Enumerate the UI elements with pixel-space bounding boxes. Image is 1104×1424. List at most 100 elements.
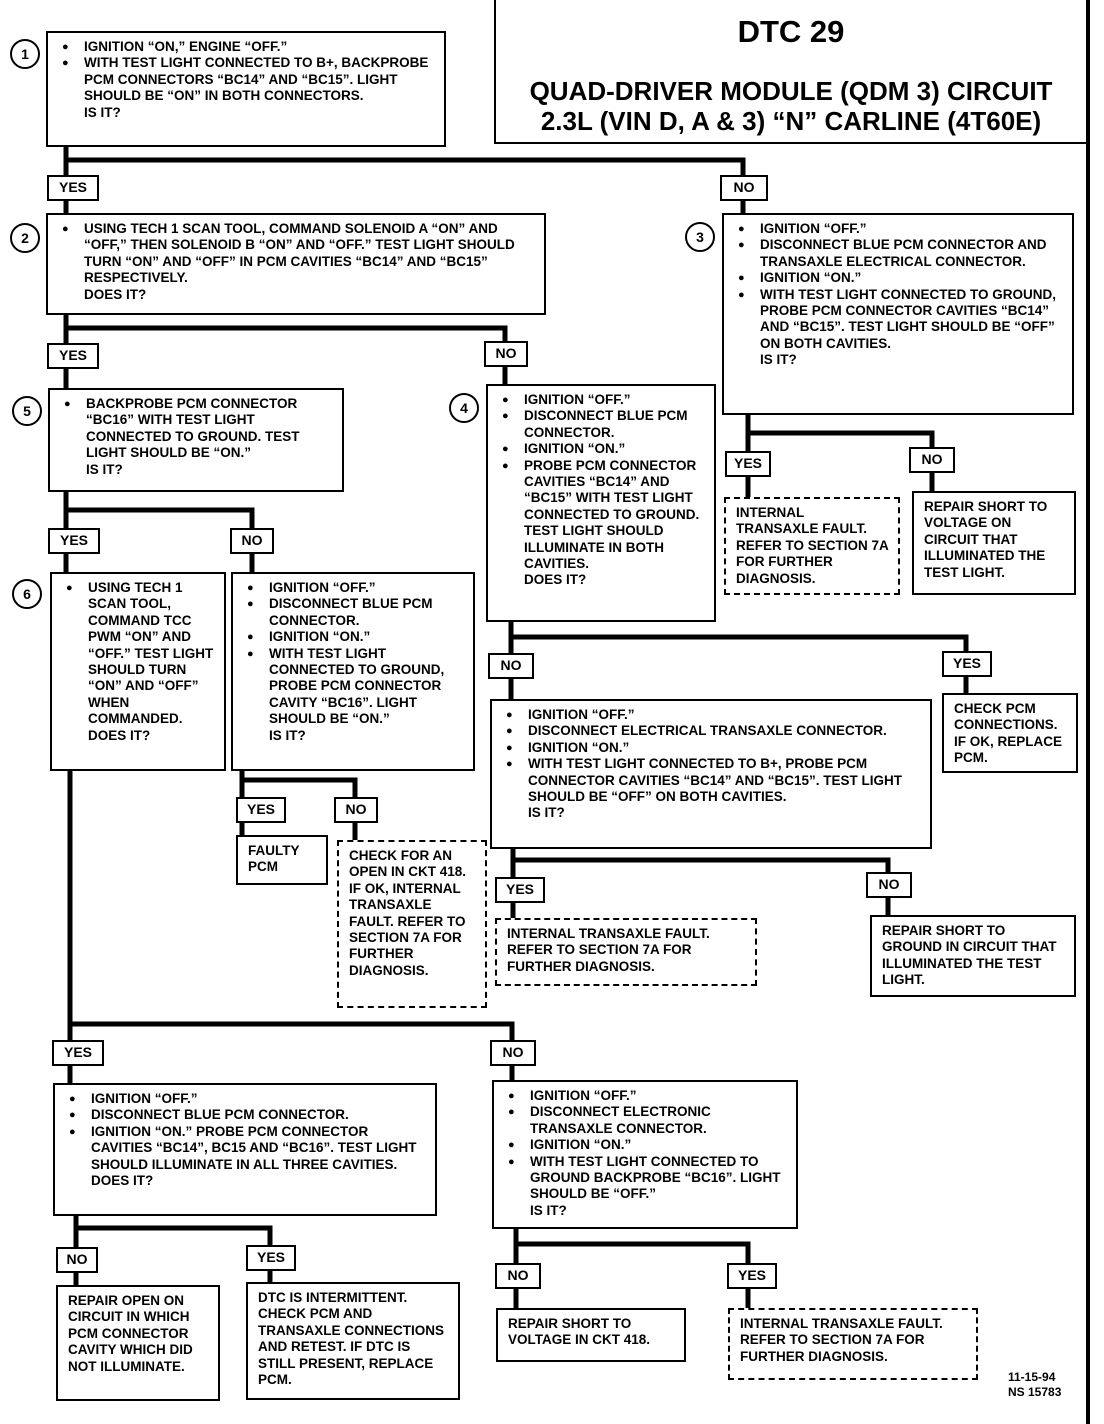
step-number-3: 3 (685, 222, 715, 252)
step-6-yes-list: IGNITION “OFF.” DISCONNECT BLUE PCM CONN… (65, 1091, 427, 1173)
result-3-yes: INTERNAL TRANSAXLE FAULT. REFER TO SECTI… (724, 497, 900, 595)
yes-label: YES (727, 1263, 777, 1289)
step-6-no-question: IS IT? (530, 1202, 567, 1218)
step-1-list: IGNITION “ON,” ENGINE “OFF.” WITH TEST L… (58, 39, 436, 105)
step-6-no-list: IGNITION “OFF.” DISCONNECT ELECTRONIC TR… (504, 1088, 788, 1203)
step-1-question: IS IT? (84, 104, 121, 120)
step-6-yes-item: IGNITION “OFF.” (65, 1091, 427, 1108)
step-6-no-item: IGNITION “OFF.” (504, 1088, 788, 1105)
step-6-no-item: DISCONNECT ELECTRONIC TRANSAXLE CONNECTO… (504, 1104, 788, 1137)
result-4-no-no: REPAIR SHORT TO GROUND IN CIRCUIT THAT I… (870, 915, 1076, 997)
result-6-no-yes: INTERNAL TRANSAXLE FAULT. REFER TO SECTI… (728, 1308, 978, 1380)
wire-3 (745, 411, 935, 500)
result-5-no-yes: FAULTY PCM (236, 835, 328, 885)
wire-4 (508, 618, 969, 702)
figure-number: NS 15783 (1008, 1385, 1062, 1399)
dtc-code: DTC 29 (737, 14, 845, 49)
wire-5 (63, 489, 255, 575)
result-text: REPAIR OPEN ON CIRCUIT IN WHICH PCM CONN… (68, 1293, 193, 1374)
result-text: INTERNAL TRANSAXLE FAULT. REFER TO SECTI… (736, 505, 889, 586)
step-number-1: 1 (10, 39, 40, 69)
no-label: NO (490, 1040, 536, 1066)
step-5-item: BACKPROBE PCM CONNECTOR “BC16” WITH TEST… (60, 396, 334, 462)
step-number-5: 5 (12, 396, 42, 426)
result-4-no-yes: INTERNAL TRANSAXLE FAULT. REFER TO SECTI… (495, 918, 757, 986)
yes-label: YES (52, 1040, 104, 1066)
no-label: NO (484, 341, 528, 367)
step-5-no-item: DISCONNECT BLUE PCM CONNECTOR. (243, 596, 465, 629)
step-5-no-item: IGNITION “OFF.” (243, 580, 465, 597)
step-6-no-item: IGNITION “ON.” (504, 1137, 788, 1154)
step-4-no-item: DISCONNECT ELECTRICAL TRANSAXLE CONNECTO… (502, 723, 922, 740)
step-4-item: PROBE PCM CONNECTOR CAVITIES “BC14” AND … (498, 458, 706, 573)
step-4-item: IGNITION “ON.” (498, 441, 706, 458)
result-text: REPAIR SHORT TO GROUND IN CIRCUIT THAT I… (882, 923, 1057, 988)
step-3-item: IGNITION “OFF.” (734, 221, 1064, 238)
step-5-question: IS IT? (86, 461, 123, 477)
result-text: DTC IS INTERMITTENT. CHECK PCM AND TRANS… (258, 1290, 445, 1388)
wire-6yes (73, 1212, 273, 1288)
step-1-item: WITH TEST LIGHT CONNECTED TO B+, BACKPRO… (58, 55, 436, 104)
step-6-box: USING TECH 1 SCAN TOOL, COMMAND TCC PWM … (50, 572, 226, 771)
wire-1 (63, 143, 746, 216)
figure-date: 11-15-94 (1008, 1370, 1056, 1384)
yes-label: YES (236, 797, 286, 823)
step-5-list: BACKPROBE PCM CONNECTOR “BC16” WITH TEST… (60, 396, 334, 462)
step-4-question: DOES IT? (524, 572, 587, 588)
step-number-4: 4 (449, 393, 479, 423)
step-6-list: USING TECH 1 SCAN TOOL, COMMAND TCC PWM … (62, 580, 216, 728)
wire-2 (63, 311, 508, 391)
result-text: REPAIR SHORT TO VOLTAGE IN CKT 418. (508, 1316, 651, 1348)
step-3-list: IGNITION “OFF.” DISCONNECT BLUE PCM CONN… (734, 221, 1064, 352)
step-6-yes-question: DOES IT? (91, 1173, 154, 1189)
step-4-no-list: IGNITION “OFF.” DISCONNECT ELECTRICAL TR… (502, 707, 922, 805)
step-6-no-item: WITH TEST LIGHT CONNECTED TO GROUND BACK… (504, 1154, 788, 1203)
figure-reference: 11-15-94 NS 15783 (1008, 1370, 1061, 1400)
yes-label: YES (495, 877, 545, 903)
step-3-item: DISCONNECT BLUE PCM CONNECTOR AND TRANSA… (734, 237, 1064, 270)
step-4-item: IGNITION “OFF.” (498, 392, 706, 409)
step-4-box: IGNITION “OFF.” DISCONNECT BLUE PCM CONN… (486, 384, 716, 622)
step-3-question: IS IT? (760, 352, 797, 368)
wire-4no (510, 845, 891, 921)
step-6-question: DOES IT? (88, 727, 151, 743)
step-6-item: USING TECH 1 SCAN TOOL, COMMAND TCC PWM … (62, 580, 216, 728)
step-1-item: IGNITION “ON,” ENGINE “OFF.” (58, 39, 436, 56)
no-label: NO (909, 447, 955, 473)
wire-5no (239, 767, 358, 843)
step-4-no-question: IS IT? (528, 805, 565, 821)
step-2-box: USING TECH 1 SCAN TOOL, COMMAND SOLENOID… (46, 213, 546, 315)
step-3-item: WITH TEST LIGHT CONNECTED TO GROUND, PRO… (734, 287, 1064, 353)
result-text: REPAIR SHORT TO VOLTAGE ON CIRCUIT THAT … (924, 499, 1048, 580)
step-number-6: 6 (12, 579, 42, 609)
step-3-item: IGNITION “ON.” (734, 270, 1064, 287)
no-label: NO (488, 653, 534, 679)
yes-label: YES (942, 651, 992, 677)
yes-label: YES (725, 451, 771, 477)
step-4-item: DISCONNECT BLUE PCM CONNECTOR. (498, 408, 706, 441)
yes-label: YES (47, 343, 99, 369)
step-1-box: IGNITION “ON,” ENGINE “OFF.” WITH TEST L… (46, 31, 446, 147)
step-5-no-list: IGNITION “OFF.” DISCONNECT BLUE PCM CONN… (243, 580, 465, 728)
step-5-no-box: IGNITION “OFF.” DISCONNECT BLUE PCM CONN… (231, 572, 475, 771)
circuit-title-line1: QUAD-DRIVER MODULE (QDM 3) CIRCUIT (529, 76, 1053, 106)
result-text: CHECK PCM CONNECTIONS. IF OK, REPLACE PC… (954, 701, 1063, 766)
step-4-list: IGNITION “OFF.” DISCONNECT BLUE PCM CONN… (498, 392, 706, 572)
result-6-yes-no: REPAIR OPEN ON CIRCUIT IN WHICH PCM CONN… (56, 1285, 220, 1401)
circuit-title: QUAD-DRIVER MODULE (QDM 3) CIRCUIT 2.3L … (496, 76, 1086, 136)
step-2-list: USING TECH 1 SCAN TOOL, COMMAND SOLENOID… (58, 221, 536, 287)
result-text: INTERNAL TRANSAXLE FAULT. REFER TO SECTI… (507, 926, 710, 974)
yes-label: YES (47, 175, 99, 201)
step-4-no-item: IGNITION “ON.” (502, 740, 922, 757)
step-6-yes-item: IGNITION “ON.” PROBE PCM CONNECTOR CAVIT… (65, 1124, 427, 1173)
no-label: NO (56, 1247, 98, 1273)
result-text: FAULTY PCM (248, 843, 300, 875)
result-text: CHECK FOR AN OPEN IN CKT 418. IF OK, INT… (349, 848, 467, 978)
circuit-title-line2: 2.3L (VIN D, A & 3) “N” CARLINE (4T60E) (540, 106, 1042, 136)
page-border (1086, 0, 1090, 1424)
step-2-item: USING TECH 1 SCAN TOOL, COMMAND SOLENOID… (58, 221, 536, 287)
yes-label: YES (246, 1245, 296, 1271)
result-3-no: REPAIR SHORT TO VOLTAGE ON CIRCUIT THAT … (912, 491, 1076, 595)
